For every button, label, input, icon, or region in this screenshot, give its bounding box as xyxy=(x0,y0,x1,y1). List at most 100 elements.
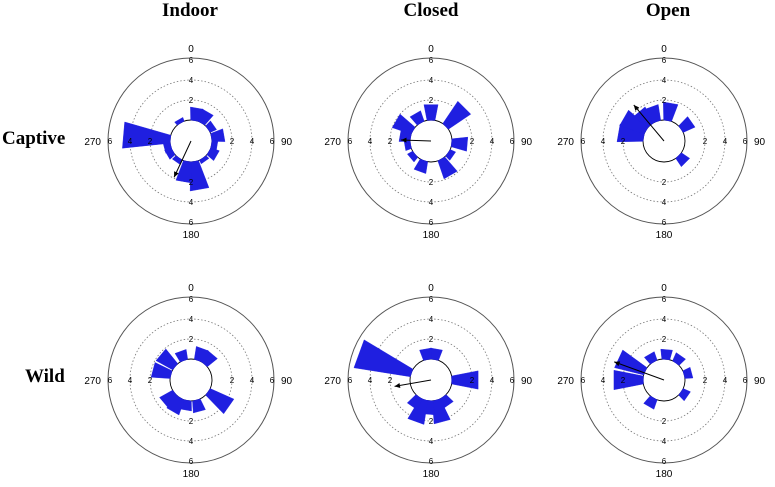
outer-circle xyxy=(580,296,748,464)
angle-label-0: 0 xyxy=(661,283,667,294)
mean-vector-line xyxy=(173,140,192,178)
radial-tick-label: 2 xyxy=(621,137,626,146)
polar-bar xyxy=(437,156,458,180)
radial-tick-label: 4 xyxy=(128,376,133,385)
angle-label-90: 90 xyxy=(754,137,766,148)
radial-tick-label: 6 xyxy=(581,137,586,146)
row-title-captive: Captive xyxy=(2,128,66,149)
polar-bar xyxy=(175,160,192,184)
polar-bar xyxy=(678,116,696,133)
radial-tick-label: 6 xyxy=(662,295,667,304)
polar-bar xyxy=(174,117,185,126)
radial-tick-label: 4 xyxy=(189,315,194,324)
column-title-indoor: Indoor xyxy=(162,0,218,21)
radial-tick-label: 6 xyxy=(662,56,667,65)
polar-bar xyxy=(616,123,645,143)
polar-bar xyxy=(391,113,416,135)
radial-tick-label: 2 xyxy=(230,376,235,385)
radial-tick-label: 6 xyxy=(189,457,194,466)
radial-tick-label: 4 xyxy=(429,315,434,324)
radial-tick-label: 4 xyxy=(490,137,495,146)
radial-tick-label: 6 xyxy=(429,295,434,304)
angle-label-180: 180 xyxy=(423,469,440,480)
radial-tick-label: 6 xyxy=(348,137,353,146)
mean-vector-arrowhead xyxy=(174,171,179,178)
polar-bar xyxy=(413,158,428,174)
polar-bar xyxy=(451,370,479,390)
grid-circle xyxy=(602,318,726,442)
polar-bar xyxy=(206,147,220,161)
mean-vector-arrowhead xyxy=(614,361,621,367)
radial-tick-label: 4 xyxy=(490,376,495,385)
radial-tick-label: 2 xyxy=(703,137,708,146)
outer-circle xyxy=(347,296,515,464)
polar-bar xyxy=(407,150,419,163)
radial-tick-label: 4 xyxy=(662,315,667,324)
polar-bar xyxy=(406,394,423,411)
radial-tick-label: 2 xyxy=(429,96,434,105)
grid-circle xyxy=(622,99,706,183)
radial-tick-label: 6 xyxy=(348,376,353,385)
radial-tick-label: 6 xyxy=(662,457,667,466)
polar-bar xyxy=(150,362,173,379)
mean-vector-arrowhead xyxy=(394,382,401,388)
mean-vector-arrowhead xyxy=(401,137,407,143)
angle-label-0: 0 xyxy=(428,283,434,294)
polar-bar xyxy=(205,388,235,415)
radial-tick-label: 2 xyxy=(230,137,235,146)
angle-label-0: 0 xyxy=(661,44,667,55)
grid-circle xyxy=(369,79,493,203)
radial-tick-label: 2 xyxy=(388,137,393,146)
radial-tick-label: 6 xyxy=(108,137,113,146)
radial-tick-label: 6 xyxy=(270,137,275,146)
radial-tick-label: 4 xyxy=(368,137,373,146)
grid-circle xyxy=(129,79,253,203)
radial-tick-label: 2 xyxy=(662,178,667,187)
angle-label-0: 0 xyxy=(188,283,194,294)
angle-label-270: 270 xyxy=(557,376,574,387)
radial-tick-label: 2 xyxy=(189,96,194,105)
radial-tick-label: 4 xyxy=(429,76,434,85)
angle-label-180: 180 xyxy=(656,469,673,480)
radial-tick-label: 6 xyxy=(189,56,194,65)
outer-circle xyxy=(107,57,275,225)
angle-label-270: 270 xyxy=(324,376,341,387)
angle-label-270: 270 xyxy=(324,137,341,148)
radial-tick-label: 6 xyxy=(270,376,275,385)
polar-bar xyxy=(432,398,451,425)
polar-bar xyxy=(194,346,209,363)
radial-tick-label: 2 xyxy=(189,417,194,426)
radial-tick-label: 4 xyxy=(189,198,194,207)
radial-tick-label: 2 xyxy=(148,376,153,385)
radial-tick-label: 2 xyxy=(703,376,708,385)
polar-bar xyxy=(660,348,673,361)
polar-bar xyxy=(643,395,658,410)
grid-circle xyxy=(369,318,493,442)
radial-tick-label: 6 xyxy=(429,56,434,65)
mean-vector-line xyxy=(633,104,665,142)
radial-tick-label: 6 xyxy=(510,137,515,146)
grid-circle xyxy=(602,79,726,203)
radial-tick-label: 2 xyxy=(429,178,434,187)
polar-bar xyxy=(199,155,210,165)
polar-bar xyxy=(210,128,226,142)
radial-tick-label: 4 xyxy=(250,137,255,146)
radial-tick-label: 6 xyxy=(662,218,667,227)
angle-label-90: 90 xyxy=(521,376,533,387)
polar-bar xyxy=(430,347,443,361)
radial-tick-label: 2 xyxy=(621,376,626,385)
mean-vector-line xyxy=(614,361,665,381)
angle-label-270: 270 xyxy=(84,376,101,387)
polar-bar xyxy=(450,136,469,152)
angle-label-180: 180 xyxy=(656,230,673,241)
polar-bar xyxy=(190,106,204,122)
radial-tick-label: 2 xyxy=(429,417,434,426)
radial-tick-label: 2 xyxy=(470,376,475,385)
angle-label-90: 90 xyxy=(521,137,533,148)
grid-circle xyxy=(389,99,473,183)
polar-bar xyxy=(192,398,206,414)
